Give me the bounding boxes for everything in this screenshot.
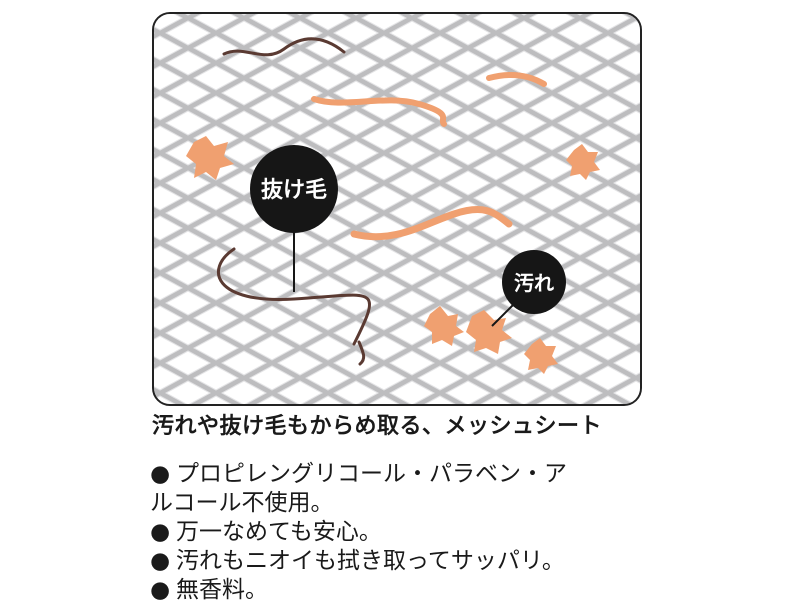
bullet-icon: ● bbox=[150, 461, 171, 487]
list-item: ● プロピレングリコール・パラベン・ア bbox=[150, 460, 770, 489]
hair-strand-top bbox=[222, 37, 346, 57]
dirt-spot-3 bbox=[424, 306, 464, 346]
mesh-pattern bbox=[154, 14, 640, 404]
hair-strand-long bbox=[217, 247, 371, 346]
dirt-spot-2 bbox=[566, 144, 600, 180]
dirt-spots bbox=[186, 136, 600, 374]
dirt-callout: 汚れ bbox=[491, 250, 566, 327]
list-item-text: ルコール不使用。 bbox=[150, 490, 334, 516]
bullet-icon: ● bbox=[150, 577, 171, 603]
feature-list: ● プロピレングリコール・パラベン・ア ルコール不使用。 ● 万一なめても安心。… bbox=[150, 460, 770, 605]
list-item-text: 汚れもニオイも拭き取ってサッパリ。 bbox=[176, 548, 565, 574]
dirt-spot-4 bbox=[466, 310, 512, 354]
orange-hairs bbox=[311, 71, 547, 241]
list-item-text: 万一なめても安心。 bbox=[176, 519, 382, 545]
dirt-callout-circle bbox=[502, 250, 566, 314]
hair-strand-tail bbox=[357, 340, 366, 366]
list-item: ● 無香料。 bbox=[150, 576, 770, 605]
list-item-text: プロピレングリコール・パラベン・ア bbox=[176, 461, 567, 487]
bullet-icon: ● bbox=[150, 519, 171, 545]
mesh-illustration-svg: 抜け毛 汚れ bbox=[154, 14, 640, 404]
orange-hair-3 bbox=[350, 206, 513, 241]
hair-callout-label: 抜け毛 bbox=[261, 178, 327, 203]
orange-hair-1 bbox=[311, 96, 447, 127]
caption: 汚れや抜け毛もからめ取る、メッシュシート bbox=[152, 414, 603, 439]
hair-callout: 抜け毛 bbox=[250, 145, 338, 292]
list-item-continuation: ルコール不使用。 bbox=[150, 489, 770, 518]
list-item: ● 汚れもニオイも拭き取ってサッパリ。 bbox=[150, 547, 770, 576]
dirt-callout-label: 汚れ bbox=[514, 271, 554, 295]
list-item-text: 無香料。 bbox=[176, 577, 268, 603]
mesh-sheet-illustration: 抜け毛 汚れ bbox=[152, 12, 642, 406]
hair-strands bbox=[217, 37, 371, 366]
orange-hair-2 bbox=[486, 71, 547, 87]
dirt-spot-5 bbox=[524, 338, 558, 374]
bullet-icon: ● bbox=[150, 548, 171, 574]
hair-callout-circle bbox=[250, 145, 338, 233]
dirt-spot-1 bbox=[186, 136, 234, 180]
list-item: ● 万一なめても安心。 bbox=[150, 518, 770, 547]
